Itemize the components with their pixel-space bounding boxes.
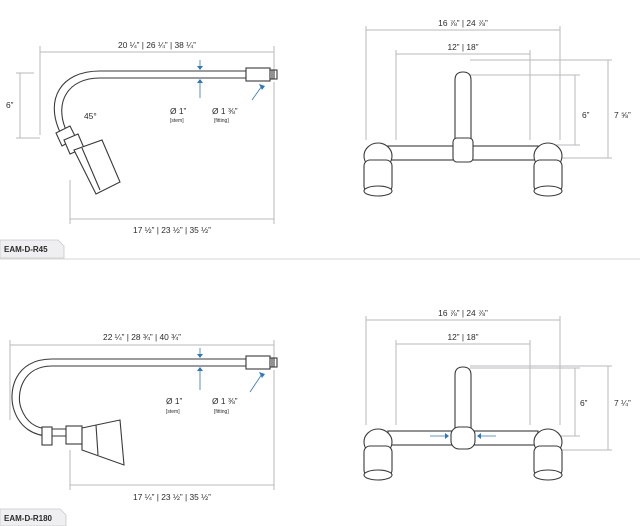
r180-fitting-body [245, 355, 271, 370]
r45-bottom-width-label: 17 ½” | 23 ½” | 35 ½” [133, 225, 211, 235]
r180-right-valve [533, 428, 563, 481]
r45-angle-label: 45° [84, 111, 97, 121]
r180-left-valve [363, 428, 393, 481]
r45-stem-note: [stem] [170, 118, 184, 124]
r180-bottom-width-label: 17 ¼” | 23 ½” | 35 ½” [133, 492, 211, 502]
r180-bottom-width-dimension: 17 ¼” | 23 ½” | 35 ½” [69, 370, 275, 502]
r45-right-valve [533, 142, 563, 197]
r180-stem-note: [stem] [166, 409, 180, 415]
section-eam-d-r180: 22 ¼” | 28 ¾” | 40 ¾” Ø 1” [stem] [0, 308, 631, 526]
r180-outer-width-label: 16 ⅞” | 24 ⅞” [438, 308, 488, 318]
r180-riser-pipe [454, 366, 472, 432]
r45-fitting-note: [fitting] [214, 118, 229, 124]
r45-stem-callout: Ø 1” [stem] [170, 60, 203, 124]
r45-stem-dia-label: Ø 1” [170, 106, 186, 116]
r180-center-tee [450, 426, 476, 450]
r45-fitting-body [245, 67, 271, 82]
r45-total-height-label: 7 ⅝” [614, 110, 631, 120]
r180-front-view: 16 ⅞” | 24 ⅞” 12” | 18” 6” 7 ¼” [363, 308, 631, 481]
r45-riser-height-label: 6” [582, 110, 590, 120]
r180-ball-joint [65, 425, 83, 445]
r180-swivel-collar [41, 426, 53, 446]
r180-model-tag: EAM-D-R180 [0, 508, 67, 526]
r180-riser-height-label: 6” [580, 398, 588, 408]
r180-model-label: EAM-D-R180 [4, 514, 53, 523]
r45-model-label: EAM-D-R45 [4, 245, 48, 254]
r45-height-label: 6” [6, 100, 14, 110]
r180-fitting-note: [fitting] [214, 409, 229, 415]
section-eam-d-r45: 20 ¼” | 26 ¼” | 38 ¼” 6” 45° [0, 18, 631, 259]
r45-shower-head [55, 125, 121, 195]
r45-bottom-width-dimension: 17 ½” | 23 ½” | 35 ½” [69, 82, 275, 235]
r45-riser-pipe [454, 71, 472, 147]
r180-fitting-callout: Ø 1 ⅜” [fitting] [212, 372, 265, 415]
r45-front-view: 16 ⅞” | 24 ⅞” 12” | 18” 6” 7 ⅝” [363, 18, 631, 197]
r180-total-height-label: 7 ¼” [614, 398, 631, 408]
r180-top-width-dimension: 22 ¼” | 28 ¾” | 40 ¾” [9, 332, 275, 420]
r45-fitting-callout: Ø 1 ⅜” [fitting] [212, 84, 265, 124]
r180-stem-dia-label: Ø 1” [166, 396, 182, 406]
r45-outer-width-label: 16 ⅞” | 24 ⅞” [438, 18, 488, 28]
r45-model-tag: EAM-D-R45 [0, 239, 65, 259]
r45-fitting-dia-label: Ø 1 ⅜” [212, 106, 238, 116]
r45-center-tee [452, 137, 474, 163]
r45-spout-pipe [53, 67, 278, 133]
r180-fitting-dia-label: Ø 1 ⅜” [212, 396, 238, 406]
r180-top-width-label: 22 ¼” | 28 ¾” | 40 ¾” [103, 332, 181, 342]
r45-top-width-dimension: 20 ¼” | 26 ¼” | 38 ¼” [39, 40, 275, 135]
r180-inner-width-label: 12” | 18” [447, 332, 478, 342]
r180-stem-callout: Ø 1” [stem] [166, 348, 203, 415]
r45-inner-width-label: 12” | 18” [447, 42, 478, 52]
r45-height-dimension: 6” [6, 72, 40, 139]
r180-shower-head [41, 419, 125, 466]
r45-top-width-label: 20 ¼” | 26 ¼” | 38 ¼” [118, 40, 196, 50]
r45-left-valve [363, 142, 393, 197]
